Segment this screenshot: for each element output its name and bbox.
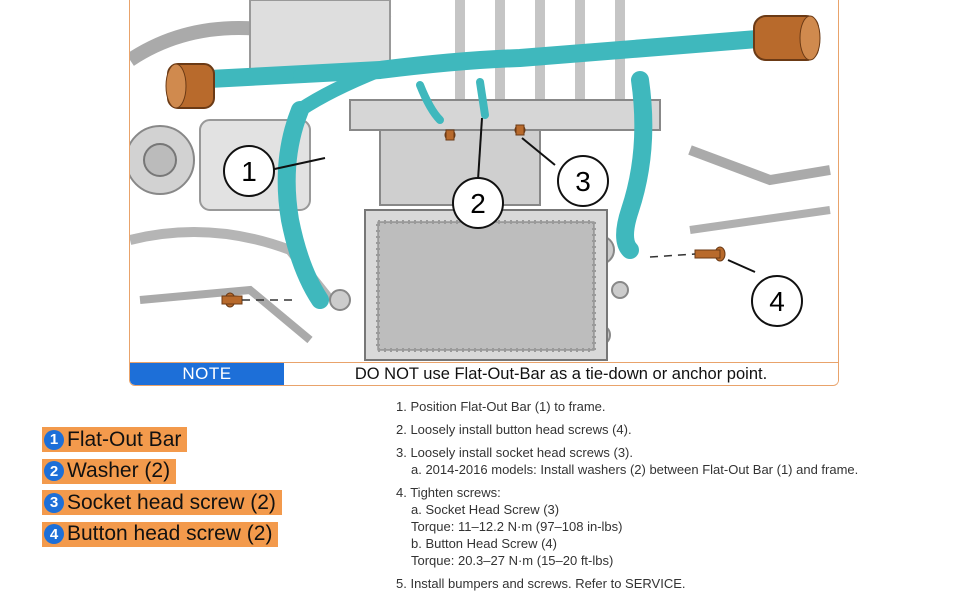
step-4: 4. Tighten screws: a. Socket Head Screw …	[396, 484, 858, 569]
svg-text:3: 3	[575, 166, 591, 197]
note-label: NOTE	[130, 363, 284, 385]
step-4b-text: b. Button Head Screw (4)	[411, 536, 557, 551]
instruction-steps: 1. Position Flat-Out Bar (1) to frame. 2…	[396, 398, 858, 598]
legend-label: Button head screw (2)	[67, 522, 273, 546]
step-5: 5. Install bumpers and screws. Refer to …	[396, 576, 686, 591]
legend-number: 3	[44, 492, 64, 513]
motorcycle-illustration: 1 2 3 4	[130, 0, 838, 364]
step-3a-text: a. 2014-2016 models: Install washers (2)…	[411, 462, 859, 477]
installation-figure: 1 2 3 4 NOTE DO NOT use Flat-Out-Bar as …	[129, 0, 839, 386]
callout-1: 1	[223, 145, 275, 197]
step-2: 2. Loosely install button head screws (4…	[396, 422, 632, 437]
legend-item: 1 Flat-Out Bar	[42, 427, 188, 452]
callout-2: 2	[452, 177, 504, 229]
step-4-text: 4. Tighten screws:	[396, 485, 501, 500]
legend-number: 1	[44, 429, 64, 450]
callout-4: 4	[751, 275, 803, 327]
step-4a-torque: Torque: 11–12.2 N·m (97–108 in-lbs)	[411, 519, 623, 534]
legend-item: 3 Socket head screw (2)	[42, 490, 282, 516]
note-bar: NOTE DO NOT use Flat-Out-Bar as a tie-do…	[130, 362, 838, 385]
oil-cooler	[364, 209, 608, 361]
step-3: 3. Loosely install socket head screws (3…	[396, 444, 858, 478]
callout-3: 3	[557, 155, 609, 207]
svg-text:4: 4	[769, 286, 785, 317]
legend-number: 2	[44, 461, 64, 482]
step-3-text: 3. Loosely install socket head screws (3…	[396, 445, 633, 460]
flat-out-bar	[181, 29, 779, 309]
parts-legend: 1 Flat-Out Bar 2 Washer (2) 3 Socket hea…	[42, 427, 282, 553]
svg-text:2: 2	[470, 188, 486, 219]
legend-number: 4	[44, 524, 64, 545]
legend-label: Washer (2)	[67, 459, 171, 483]
alignment-lines	[242, 253, 696, 301]
step-1: 1. Position Flat-Out Bar (1) to frame.	[396, 399, 606, 414]
step-4b-torque: Torque: 20.3–27 N·m (15–20 ft-lbs)	[411, 553, 614, 568]
step-4a-text: a. Socket Head Screw (3)	[411, 502, 560, 517]
legend-item: 4 Button head screw (2)	[42, 521, 279, 547]
legend-label: Flat-Out Bar	[67, 427, 182, 451]
leader-lines	[269, 117, 756, 273]
note-text: DO NOT use Flat-Out-Bar as a tie-down or…	[354, 364, 768, 383]
svg-text:1: 1	[241, 156, 257, 187]
legend-label: Socket head screw (2)	[67, 490, 276, 514]
legend-item: 2 Washer (2)	[42, 458, 177, 484]
bumpers	[165, 15, 821, 109]
